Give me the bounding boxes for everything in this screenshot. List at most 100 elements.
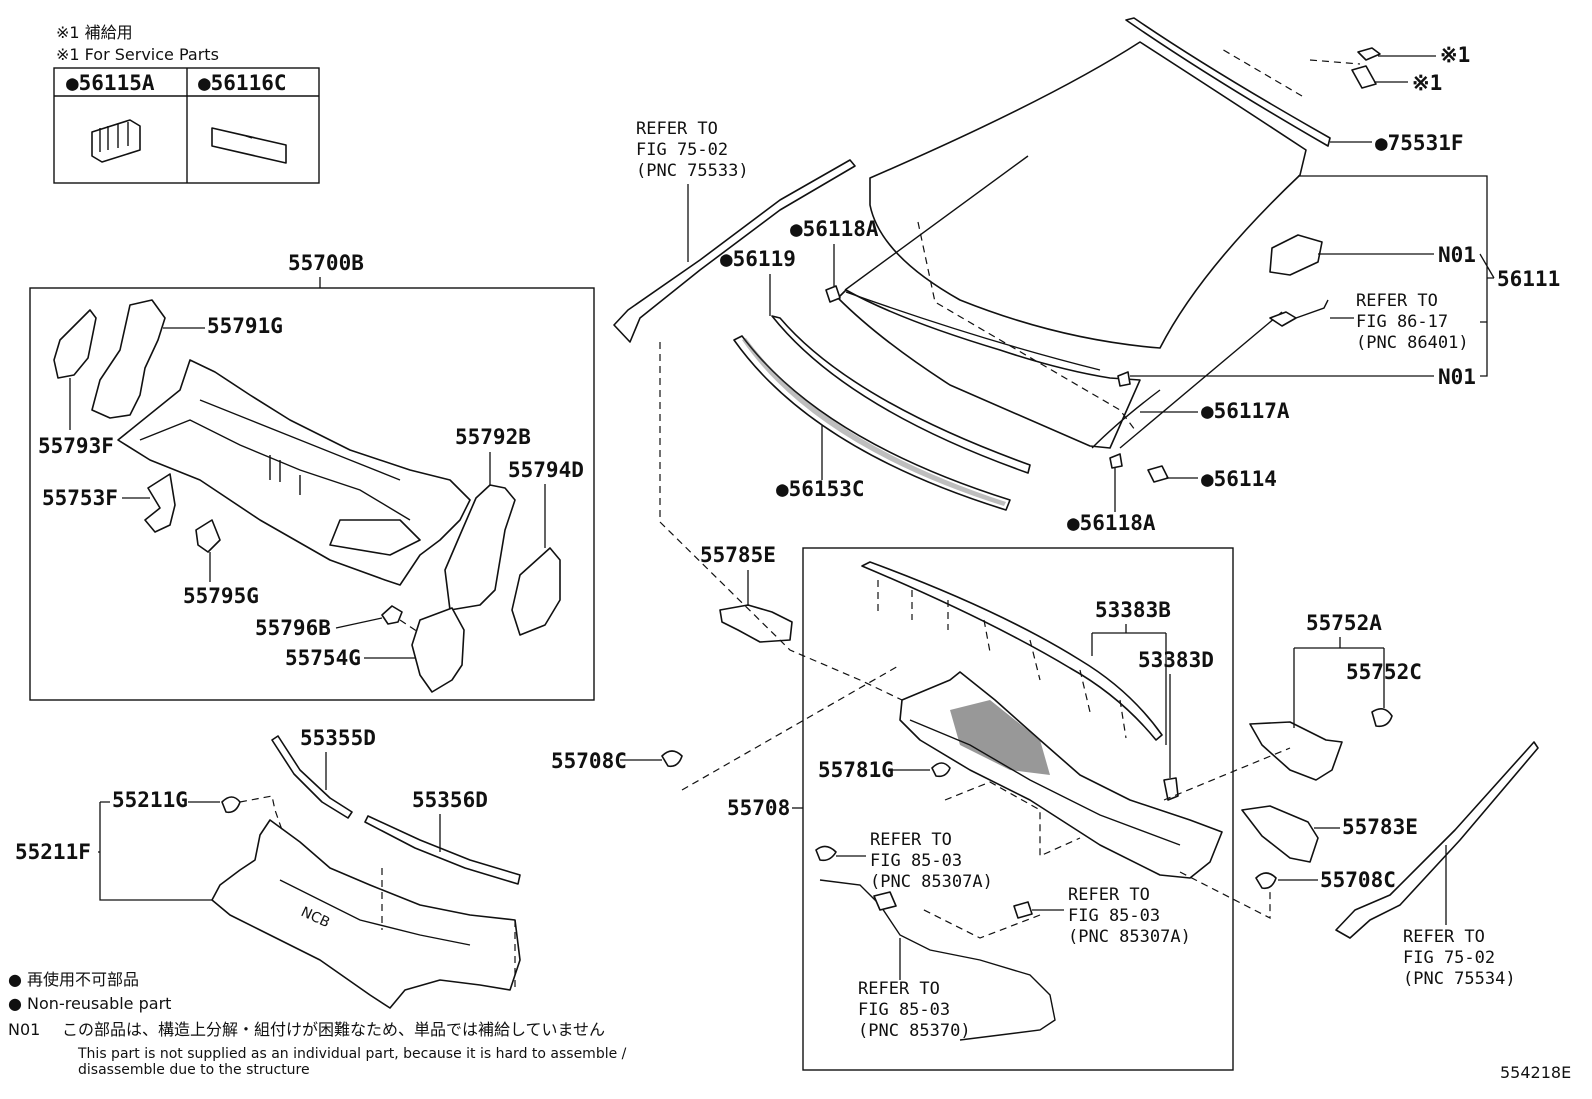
label-55795G: 55795G: [183, 584, 259, 608]
clip-55781G-drawing: [931, 762, 951, 778]
group-box-55700B: [29, 287, 595, 701]
service-parts-note: ※1 補給用 ※1 For Service Parts ●56115A ●561…: [53, 23, 320, 184]
label-55781G: 55781G: [818, 758, 894, 782]
bracket-55753F-drawing: [144, 473, 176, 533]
label-n01-bottom: N01: [1438, 365, 1476, 389]
seal-53383B-drawing: [861, 561, 1163, 741]
label-n01-top: N01: [1438, 243, 1476, 267]
grommet-55752C-drawing: [1371, 708, 1393, 728]
insulator-group: NCB 55355D 55356D 55211G 55211F: [15, 726, 521, 1009]
insulator-55211F-drawing: [211, 819, 521, 1009]
ref-fig75-02a-line3: (PNC 75533): [636, 161, 749, 181]
bracket-55795G-drawing: [195, 519, 221, 553]
ref-fig86-17-line3: (PNC 86401): [1356, 333, 1469, 353]
label-55792B: 55792B: [455, 425, 531, 449]
label-53383B: 53383B: [1095, 598, 1171, 622]
label-55785E: 55785E: [700, 543, 776, 567]
legend-nonreusable-en: ● Non-reusable part: [8, 994, 171, 1013]
label-star1-a: ※1: [1440, 43, 1470, 67]
right-pillar-ref: REFER TO FIG 75-02 (PNC 75534): [1403, 845, 1516, 989]
ref-fig85-03a-line3: (PNC 85307A): [870, 872, 993, 892]
label-55708: 55708: [727, 796, 790, 820]
ref-fig85-03a-line1: REFER TO: [870, 830, 952, 850]
label-55794D: 55794D: [508, 458, 584, 482]
clip-55211G-drawing: [221, 796, 241, 814]
ref-fig86-17-line2: FIG 86-17: [1356, 312, 1448, 332]
windshield-glass-drawing: [869, 41, 1307, 349]
ref-fig85-03c-line1: REFER TO: [858, 979, 940, 999]
bracket-55796B-drawing: [381, 605, 403, 625]
label-55700B: 55700B: [288, 251, 364, 275]
ref-fig85-03c-line2: FIG 85-03: [858, 1000, 950, 1020]
label-75531F: ●75531F: [1375, 131, 1464, 155]
label-56111: 56111: [1497, 267, 1560, 291]
label-56118A-top: ●56118A: [790, 217, 879, 241]
label-55752A: 55752A: [1306, 611, 1382, 635]
pad-56114-drawing: [1147, 465, 1169, 483]
ref-fig85-03b-line1: REFER TO: [1068, 885, 1150, 905]
dash-panel-drawing: [117, 359, 471, 586]
bracket-55752A-drawing: [1249, 721, 1343, 781]
service-cell-56115A: ●56115A: [66, 71, 155, 95]
bracket-55783E-drawing: [1241, 805, 1319, 863]
legend-n01-code: N01: [8, 1020, 40, 1039]
label-55783E: 55783E: [1342, 815, 1418, 839]
ref-fig85-03c-line3: (PNC 85370): [858, 1021, 971, 1041]
group-box-55708: [802, 547, 1234, 1071]
label-56114: ●56114: [1201, 467, 1277, 491]
cowl-group: 55708 55785: [551, 342, 1422, 1071]
label-55708C-right: 55708C: [1320, 868, 1396, 892]
tape-56116C-drawing: [211, 127, 287, 164]
ref-fig85-03b-line2: FIG 85-03: [1068, 906, 1160, 926]
seal-55355D-drawing: [271, 735, 353, 819]
service-note-jp: ※1 補給用: [56, 23, 133, 42]
label-55796B: 55796B: [255, 616, 331, 640]
label-55791G: 55791G: [207, 314, 283, 338]
label-55356D: 55356D: [412, 788, 488, 812]
bracket-55791G-drawing: [91, 299, 166, 419]
label-56119: ●56119: [720, 247, 796, 271]
ref-fig85-03a-line2: FIG 85-03: [870, 851, 962, 871]
seal-55356D-drawing: [364, 815, 521, 885]
panel-55792B-drawing: [444, 484, 516, 611]
panel-55794D-drawing: [511, 547, 561, 636]
label-55211F: 55211F: [15, 840, 91, 864]
legend-n01-en-1: This part is not supplied as an individu…: [77, 1046, 627, 1062]
service-note-en: ※1 For Service Parts: [56, 45, 219, 64]
clip-56115A-drawing: [91, 119, 141, 163]
legend: ● 再使用不可部品 ● Non-reusable part N01 この部品は、…: [8, 970, 627, 1078]
stopper-56118A-bottom-drawing: [1109, 453, 1123, 469]
panel-55793F-drawing: [53, 309, 97, 379]
label-56118A-bottom: ●56118A: [1067, 511, 1156, 535]
label-55752C: 55752C: [1346, 660, 1422, 684]
legend-nonreusable-jp: ● 再使用不可部品: [8, 970, 139, 989]
moulding-75531F-drawing: [1125, 17, 1331, 147]
ref-fig75-02b-line1: REFER TO: [1403, 927, 1485, 947]
pillar-moulding-right-drawing: [1335, 741, 1539, 939]
ref-fig75-02b-line2: FIG 75-02: [1403, 948, 1495, 968]
label-55793F: 55793F: [38, 434, 114, 458]
label-55708C-left: 55708C: [551, 749, 627, 773]
stopper-56118A-top-drawing: [825, 285, 841, 303]
label-55355D: 55355D: [300, 726, 376, 750]
bracket-n01-top-drawing: [1269, 234, 1323, 276]
weatherstrip-56153C-drawing: [733, 335, 1011, 511]
bracket-55785E-drawing: [719, 604, 793, 643]
clip-55708C-left-drawing: [661, 750, 683, 768]
ref-fig75-02b-line3: (PNC 75534): [1403, 969, 1516, 989]
ref-fig75-02a-line2: FIG 75-02: [636, 140, 728, 160]
label-56153C: ●56153C: [776, 477, 865, 501]
legend-n01-jp: この部品は、構造上分解・組付けが困難なため、単品では補給していません: [62, 1020, 605, 1039]
legend-n01-en-2: disassemble due to the structure: [78, 1062, 310, 1078]
bracket-55754G-drawing: [411, 607, 465, 693]
ref-fig86-17-line1: REFER TO: [1356, 291, 1438, 311]
ref-fig85-03b-line3: (PNC 85307A): [1068, 927, 1191, 947]
dam-56119-drawing: [771, 315, 1031, 474]
label-56117A: ●56117A: [1201, 399, 1290, 423]
ref-fig75-02a-line1: REFER TO: [636, 119, 718, 139]
windshield-group: ●56118A ●56119 ●56153C ●56118A ●75531F ※…: [613, 17, 1560, 939]
figure-id: 554218E: [1500, 1063, 1571, 1082]
pillar-moulding-left-drawing: [613, 159, 856, 343]
clip-55708C-right-drawing: [1255, 872, 1277, 890]
